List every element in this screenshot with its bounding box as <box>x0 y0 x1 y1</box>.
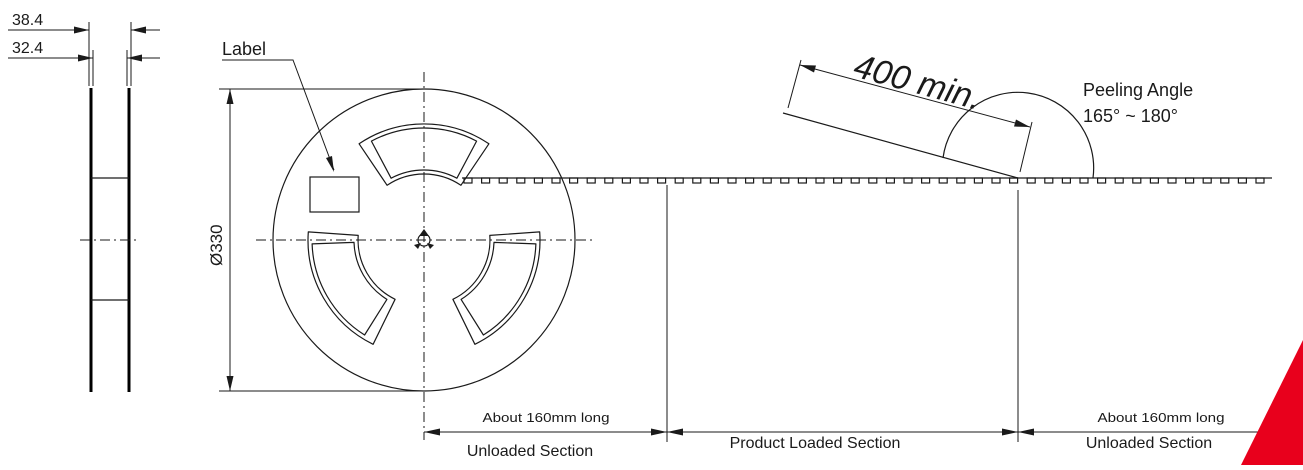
tape-pocket <box>709 177 720 184</box>
dim-outer-arrow-left <box>74 26 89 34</box>
arrow-mid-end <box>1002 428 1018 436</box>
tape-pocket <box>780 177 790 184</box>
arrow-right-start <box>1018 428 1034 436</box>
tape-pocket <box>762 177 772 184</box>
reel-window-top-outer <box>358 123 490 186</box>
tape-pocket <box>815 177 825 184</box>
tape-pocket <box>797 177 808 184</box>
peel-angle-range: 165° ~ 180° <box>1083 106 1178 126</box>
reel-window-left-outer <box>307 231 396 345</box>
tape-pockets <box>463 177 1265 184</box>
tape-pocket <box>1132 177 1142 184</box>
peel-angle-arc <box>942 91 1095 179</box>
tape-pocket <box>498 177 508 184</box>
red-corner-mark <box>1241 340 1303 465</box>
tape-pocket <box>832 177 843 184</box>
tape-pocket <box>973 177 984 184</box>
left-section-name: Unloaded Section <box>467 443 593 460</box>
tape-pocket <box>481 177 491 184</box>
peel-ext-left <box>787 59 802 109</box>
tape-pocket <box>551 177 561 184</box>
tape-pocket <box>568 177 579 184</box>
tape-pocket <box>1061 177 1072 184</box>
tape-pocket <box>516 177 526 184</box>
tape-pocket <box>1184 177 1195 184</box>
middle-section-name: Product Loaded Section <box>730 435 901 452</box>
tape-pocket <box>1149 177 1160 184</box>
peel-ext-right <box>1019 121 1033 173</box>
tape-pocket <box>885 177 896 184</box>
tape-pocket <box>674 177 684 184</box>
tape-pocket <box>920 177 931 184</box>
reel-front-view: Label Ø330 <box>207 39 592 440</box>
tape-pocket <box>604 177 614 184</box>
tape-pocket <box>850 177 860 184</box>
carrier-tape <box>462 112 1272 184</box>
tape-pocket <box>1255 177 1265 184</box>
dia-arrow-top <box>226 89 234 104</box>
peel-dim-line <box>799 64 1031 128</box>
tape-pocket <box>1202 177 1212 184</box>
tape-pocket <box>1114 177 1124 184</box>
dim-inner-text: 32.4 <box>12 40 43 57</box>
tape-pocket <box>956 177 966 184</box>
tape-pocket <box>744 177 755 184</box>
tape-pocket <box>1237 177 1248 184</box>
label-callout-text: Label <box>222 39 266 59</box>
hub-key-right <box>427 243 434 249</box>
tape-pocket <box>938 177 948 184</box>
tape-pocket <box>1044 177 1054 184</box>
dim-inner-arrow-left <box>78 54 93 62</box>
peel-length-text: 400 min. <box>850 47 986 118</box>
label-leader-line <box>222 59 335 171</box>
peel-length-dimension: 400 min. <box>787 47 1033 173</box>
peel-arrow-left <box>800 65 816 73</box>
tape-pocket <box>727 177 737 184</box>
tape-pocket <box>463 177 473 184</box>
reel-windows <box>307 123 541 345</box>
tape-pocket <box>1220 177 1230 184</box>
tape-pocket <box>1026 177 1036 184</box>
tape-pocket <box>1096 177 1107 184</box>
dim-inner-arrow-right <box>127 54 142 62</box>
tape-pocket <box>692 177 702 184</box>
tape-pocket <box>991 177 1001 184</box>
left-section-length: About 160mm long <box>483 410 610 425</box>
tape-pocket <box>639 177 649 184</box>
tape-pocket <box>868 177 878 184</box>
label-leader-arrow <box>326 156 334 172</box>
tape-pocket <box>533 177 544 184</box>
reel-window-right-outer <box>452 231 541 345</box>
dim-outer-text: 38.4 <box>12 12 43 29</box>
cover-tape-peeled <box>782 112 1019 179</box>
hub-key-left <box>414 243 421 249</box>
reel-window-top-inner <box>370 127 478 179</box>
peel-angle-title: Peeling Angle <box>1083 80 1193 100</box>
hub-key-top <box>419 229 429 236</box>
label-box <box>309 176 360 213</box>
arrow-left-start <box>424 428 440 436</box>
tape-pocket <box>656 177 667 184</box>
section-dimensions: About 160mm long Unloaded Section Produc… <box>424 185 1303 460</box>
arrow-mid-start <box>667 428 683 436</box>
reel-window-left-inner <box>311 241 388 336</box>
side-view: 38.4 32.4 <box>8 12 160 392</box>
diameter-text: Ø330 <box>207 224 226 266</box>
peel-arrow-right <box>1014 119 1030 127</box>
arrow-left-end <box>651 428 667 436</box>
tape-pocket <box>903 177 913 184</box>
tape-pocket <box>586 177 596 184</box>
dim-outer-arrow-right <box>131 26 146 34</box>
tape-pocket <box>1008 177 1019 184</box>
reel-window-right-inner <box>460 241 537 336</box>
tape-pocket <box>1079 177 1089 184</box>
tape-pocket <box>1167 177 1177 184</box>
dia-arrow-bottom <box>226 376 234 391</box>
tape-pocket <box>621 177 632 184</box>
right-section-name: Unloaded Section <box>1086 435 1212 452</box>
right-section-length: About 160mm long <box>1098 410 1225 425</box>
peeling-angle: Peeling Angle 165° ~ 180° <box>942 80 1193 179</box>
